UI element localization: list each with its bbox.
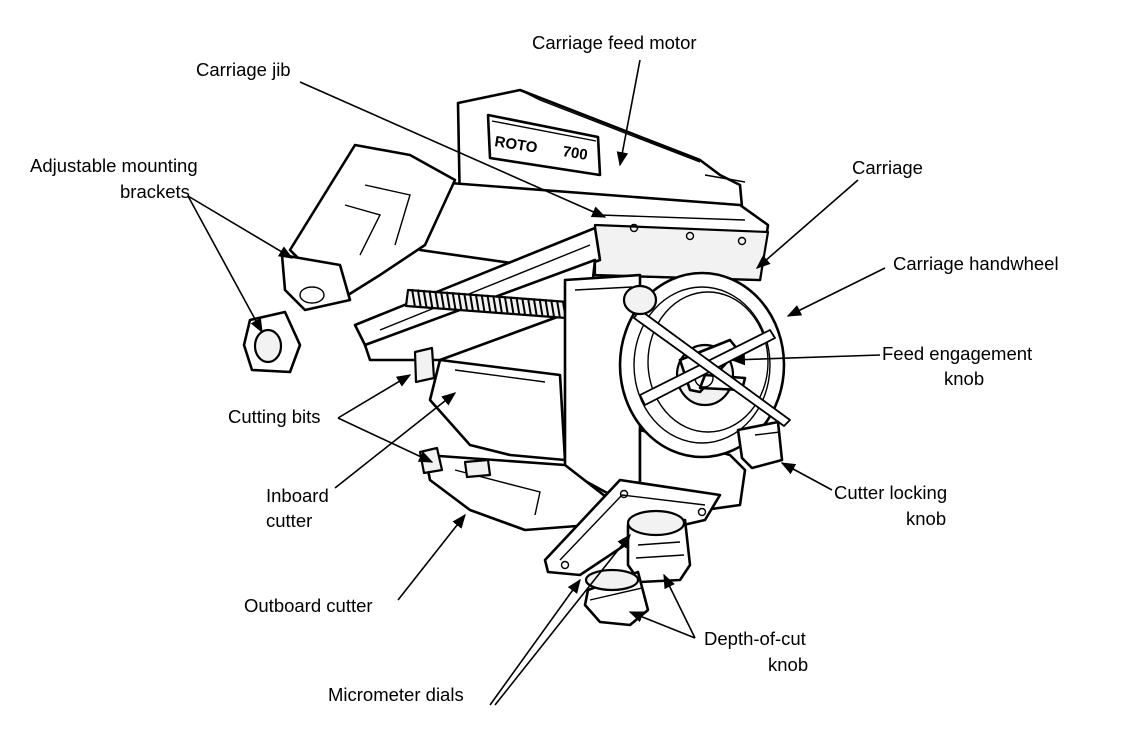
leader-micrometer-dials-b [494,533,631,706]
label-feed-engagement-line1: Feed engagement [882,343,1032,364]
leader-depth-of-cut-a [628,611,696,639]
label-cutting-bits: Cutting bits [228,406,321,427]
leader-feed-engagement [730,353,881,366]
lead-screw-thread [469,293,474,312]
leader-cutting-bits-a [337,374,412,419]
leader-depth-of-cut-b [663,573,696,639]
lead-screw-thread [509,296,515,315]
label-depth-of-cut-line2: knob [768,654,808,675]
label-feed-engagement-line2: knob [944,368,984,389]
leader-mounting-brackets-a [187,195,294,259]
leader-cutting-bits-b [337,417,434,463]
mounting-rail [242,143,457,374]
label-inboard-cutter-line1: Inboard [266,485,329,506]
lead-screw-thread [440,291,445,310]
lead-screw-thread [480,294,486,313]
lead-screw-thread [428,290,434,309]
lead-screw-thread [532,298,538,317]
leader-lines [187,59,886,706]
lead-screw-thread [503,296,509,315]
lead-screw-thread [416,289,422,308]
label-depth-of-cut-line1: Depth-of-cut [704,628,806,649]
leader-micrometer-dials-a [489,578,581,706]
depth-of-cut-knob [626,509,692,584]
lead-screw-thread [550,299,556,318]
lead-screw-thread [492,295,498,314]
lead-screw-thread [422,289,428,309]
lead-screw-thread [538,298,544,318]
lead-screw-thread [556,300,561,319]
label-outboard-cutter: Outboard cutter [244,595,373,616]
brand-name: ROTO [493,133,539,157]
lead-screw-thread [521,297,527,316]
label-cutter-locking-line2: knob [906,508,946,529]
leader-carriage-jib [299,81,607,218]
cutter-plate [418,446,612,532]
leader-carriage-handwheel [786,267,886,317]
lead-screw-thread [486,294,492,314]
carriage-handwheel [618,271,791,459]
label-carriage-feed-motor: Carriage feed motor [532,32,697,53]
machine-illustration: ROTO 700 [242,88,791,627]
lower-body [413,346,567,462]
lead-screw-thread [515,296,521,316]
label-carriage: Carriage [852,157,923,178]
label-carriage-handwheel: Carriage handwheel [893,253,1059,274]
label-inboard-cutter-line2: cutter [266,510,312,531]
label-mounting-brackets-line2: brackets [120,181,190,202]
lead-screw-thread [474,293,480,313]
leader-carriage [755,179,859,269]
brand-model: 700 [561,143,588,164]
lead-screw-thread [451,291,457,311]
cutter-locking-knob [736,420,784,470]
lead-screw-thread [434,290,440,309]
callout-labels: Carriage feed motor Carriage jib Adjusta… [30,32,1059,705]
label-mounting-brackets-line1: Adjustable mounting [30,155,198,176]
leader-outboard-cutter [397,513,466,601]
brand-plate: ROTO 700 [486,113,602,177]
label-cutter-locking-line1: Cutter locking [834,482,947,503]
lead-screw-thread [527,297,532,317]
leader-carriage-feed-motor [616,59,641,167]
lead-screw-thread [498,295,503,314]
leader-cutter-locking-knob [780,462,833,491]
leader-inboard-cutter [334,392,457,489]
leader-mounting-brackets-b [187,195,263,334]
label-carriage-jib: Carriage jib [196,59,291,80]
lead-screw-thread [457,292,463,311]
lead-screw-thread [544,299,550,318]
lead-screw-thread [463,292,469,312]
lead-screw-thread [445,291,451,310]
micrometer-dial [583,568,650,627]
label-micrometer-dials: Micrometer dials [328,684,464,705]
lead-screw-thread [411,288,416,308]
